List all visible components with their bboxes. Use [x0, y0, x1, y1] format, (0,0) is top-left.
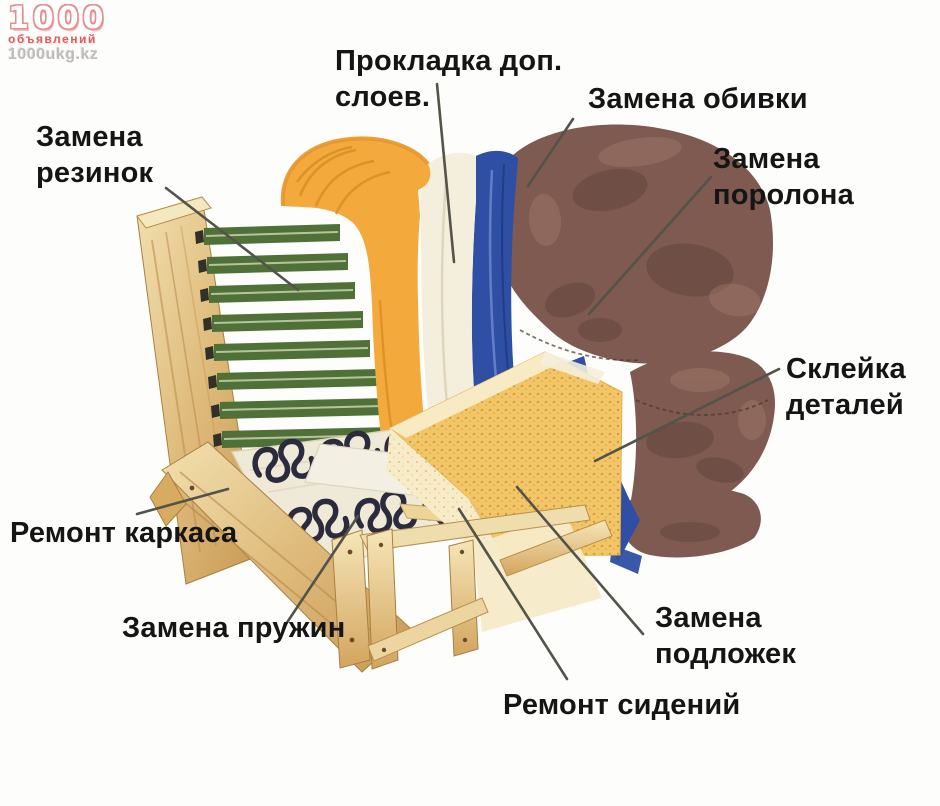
webbing-straps: [195, 224, 393, 448]
frame-right-stringer: [499, 519, 613, 577]
label-rubber-straps-replacement: Замена резинок: [36, 121, 154, 189]
frame-bottom-rail: [367, 597, 489, 662]
label-springs-replacement: Замена пружин: [122, 612, 346, 644]
frame-rail-end: [149, 471, 187, 527]
label-upholstery-replacement: Замена обивки: [588, 83, 808, 115]
leader-padding-layers: [435, 82, 456, 264]
leader-springs: [284, 514, 360, 626]
leader-rubber-straps: [164, 186, 300, 292]
seat-cushion-upholstery: [630, 351, 775, 512]
seat-foam-block: [386, 351, 623, 557]
leader-gluing: [593, 367, 781, 463]
frame-nails: [189, 485, 468, 653]
watermark: 1000 объявлений 1000ukg.kz: [8, 1, 108, 64]
leader-frame: [135, 487, 230, 516]
frame-top-rail: [359, 504, 591, 552]
seat-frame-wood: [149, 441, 613, 673]
label-foam-replacement: Замена поролона: [713, 143, 854, 211]
label-backing-replacement: Замена подложек: [655, 602, 797, 670]
watermark-site-url: 1000ukg.kz: [8, 46, 99, 63]
watermark-number: 1000: [8, 1, 108, 36]
frame-post: [366, 528, 399, 670]
leader-lines: [135, 82, 781, 681]
leader-upholstery: [526, 117, 575, 188]
label-parts-gluing: Склейка деталей: [786, 353, 906, 421]
label-frame-repair: Ремонт каркаса: [10, 517, 238, 549]
label-seat-repair: Ремонт сидений: [503, 689, 741, 721]
leader-foam: [587, 175, 713, 316]
leader-seats: [457, 507, 569, 681]
watermark-caption: объявлений: [8, 32, 97, 46]
label-padding-layers: Прокладка доп. слоев.: [335, 45, 563, 113]
leader-backing: [515, 485, 645, 636]
frame-corner-post: [331, 529, 371, 669]
